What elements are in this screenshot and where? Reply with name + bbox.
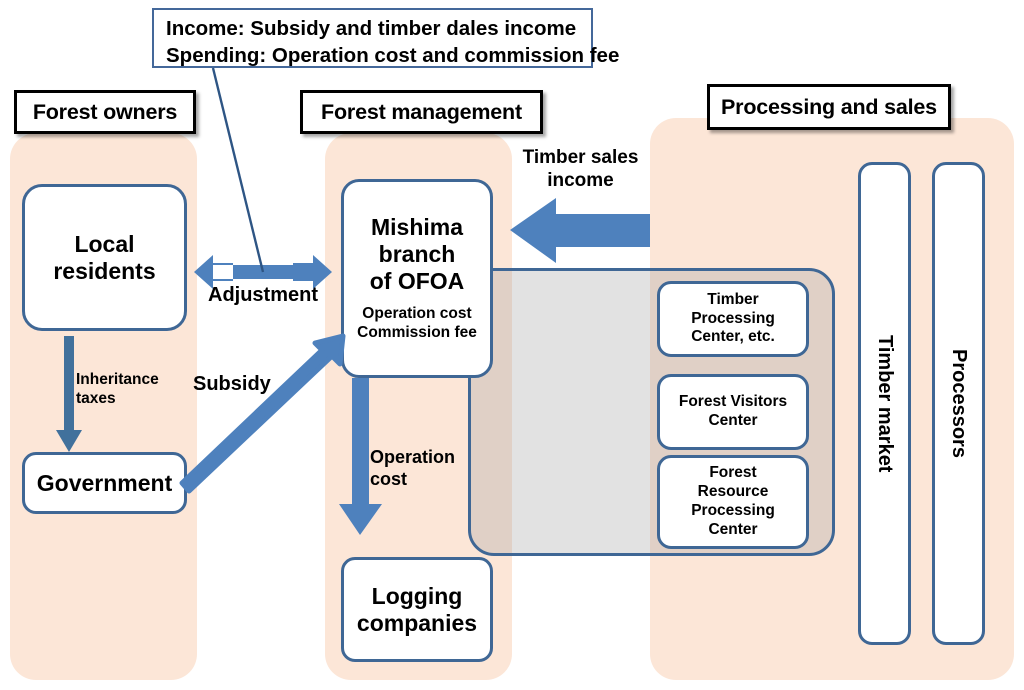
header-forest-management-label: Forest management xyxy=(321,99,522,124)
processors-label: Processors xyxy=(948,349,970,458)
timber-processing-line-3: Center, etc. xyxy=(691,328,775,346)
subsidy-text: Subsidy xyxy=(193,373,271,395)
forest-visitors-line-2: Center xyxy=(708,412,758,429)
header-processing-sales-label: Processing and sales xyxy=(721,94,937,119)
box-forest-resource-processing-center[interactable]: Forest Resource Processing Center xyxy=(657,455,809,549)
forest-resource-line-4: Center xyxy=(708,520,758,538)
arrow-timber-sales-income xyxy=(510,198,650,263)
label-subsidy: Subsidy xyxy=(193,372,313,396)
timber-sales-line-1: Timber sales xyxy=(522,147,639,168)
operation-cost-line-2: cost xyxy=(370,468,408,489)
logging-line-2: companies xyxy=(356,609,478,636)
mishima-operation-cost: Operation cost xyxy=(362,305,472,323)
mishima-line-3: of OFOA xyxy=(369,267,465,294)
header-forest-management: Forest management xyxy=(300,90,543,134)
box-government[interactable]: Government xyxy=(22,452,187,514)
inheritance-line-1: Inheritance xyxy=(76,371,159,388)
arrow-operation-cost xyxy=(339,378,382,535)
box-logging-companies[interactable]: Logging companies xyxy=(341,557,493,662)
callout-leader-line xyxy=(211,67,265,273)
callout-income-spending: Income: Subsidy and timber dales income … xyxy=(152,8,620,68)
forest-resource-line-2: Resource xyxy=(697,483,769,501)
arrow-inheritance-taxes xyxy=(56,336,82,452)
box-processors[interactable]: Processors xyxy=(932,162,985,645)
local-residents-line-2: residents xyxy=(53,257,156,284)
timber-processing-line-1: Timber xyxy=(707,290,759,308)
inheritance-line-2: taxes xyxy=(76,389,116,407)
mishima-line-2: branch xyxy=(378,241,456,268)
box-local-residents[interactable]: Local residents xyxy=(22,184,187,331)
government-label: Government xyxy=(36,469,173,496)
local-residents-line-1: Local xyxy=(74,230,135,257)
forest-resource-line-3: Processing xyxy=(691,502,775,519)
mishima-line-1: Mishima xyxy=(370,214,464,241)
box-mishima-branch-ofoa[interactable]: Mishima branch of OFOA Operation cost Co… xyxy=(341,179,493,378)
arrow-subsidy xyxy=(179,333,346,494)
box-timber-processing-center[interactable]: Timber Processing Center, etc. xyxy=(657,281,809,357)
header-forest-owners-label: Forest owners xyxy=(32,99,178,124)
header-forest-owners: Forest owners xyxy=(14,90,196,134)
timber-processing-line-2: Processing xyxy=(691,309,775,327)
adjustment-text: Adjustment xyxy=(208,284,318,306)
label-timber-sales-income: Timber sales income xyxy=(508,146,653,192)
forest-visitors-line-1: Forest Visitors xyxy=(678,393,788,411)
timber-market-label: Timber market xyxy=(874,334,896,473)
logging-line-1: Logging xyxy=(371,582,463,609)
forest-resource-line-1: Forest xyxy=(709,464,757,482)
box-timber-market[interactable]: Timber market xyxy=(858,162,911,645)
callout-line-2: Spending: Operation cost and commission … xyxy=(166,44,620,68)
timber-sales-line-2: income xyxy=(547,170,614,192)
mishima-commission-fee: Commission fee xyxy=(357,324,477,341)
label-operation-cost: Operation cost xyxy=(370,447,480,491)
callout-line-1: Income: Subsidy and timber dales income xyxy=(166,17,577,40)
operation-cost-line-1: Operation xyxy=(370,447,456,467)
label-inheritance-taxes: Inheritance taxes xyxy=(76,371,194,409)
box-forest-visitors-center[interactable]: Forest Visitors Center xyxy=(657,374,809,450)
label-adjustment: Adjustment xyxy=(198,283,328,307)
header-processing-and-sales: Processing and sales xyxy=(707,84,951,130)
